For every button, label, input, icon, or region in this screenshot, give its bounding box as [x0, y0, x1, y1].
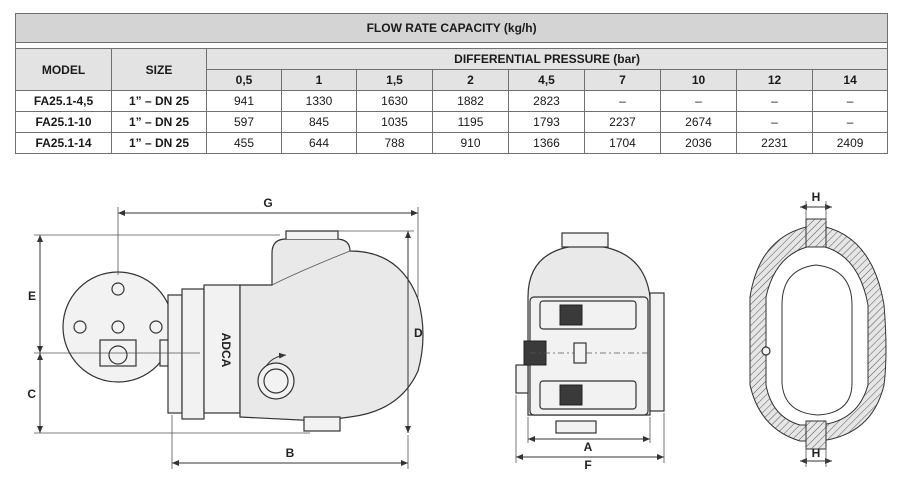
value-cell: 2823	[508, 90, 585, 112]
pressure-col: 14	[811, 69, 889, 91]
value-cell: 1330	[281, 90, 357, 112]
pressure-header: DIFFERENTIAL PRESSURE (bar)	[205, 48, 889, 70]
size-header: SIZE	[111, 48, 207, 91]
value-cell: 2231	[736, 132, 813, 154]
value-cell: 1035	[356, 111, 433, 133]
value-cell: 2036	[660, 132, 737, 154]
value-cell: 788	[356, 132, 433, 154]
value-cell: –	[736, 111, 813, 133]
model-cell: FA25.1-4,5	[15, 90, 112, 112]
value-cell: 2237	[584, 111, 661, 133]
table-row: FA25.1-4,5 1” – DN 25 941 1330 1630 1882…	[15, 90, 889, 112]
pressure-col: 4,5	[508, 69, 585, 91]
flow-rate-table: FLOW RATE CAPACITY (kg/h) MODEL SIZE DIF…	[14, 13, 889, 154]
value-cell: 845	[281, 111, 357, 133]
value-cell: 1882	[432, 90, 509, 112]
value-cell: –	[584, 90, 661, 112]
pressure-col: 0,5	[206, 69, 282, 91]
dim-b-label: B	[286, 446, 295, 460]
value-cell: –	[736, 90, 813, 112]
value-cell: 1366	[508, 132, 585, 154]
front-view: A F	[515, 232, 665, 472]
pressure-col: 10	[660, 69, 737, 91]
value-cell: 941	[206, 90, 282, 112]
value-cell: 1704	[584, 132, 661, 154]
pressure-col: 1,5	[356, 69, 433, 91]
value-cell: 2674	[660, 111, 737, 133]
model-cell: FA25.1-14	[15, 132, 112, 154]
table-row: FA25.1-10 1” – DN 25 597 845 1035 1195 1…	[15, 111, 889, 133]
value-cell: –	[811, 111, 889, 133]
dim-d-label: D	[414, 326, 423, 340]
value-cell: –	[660, 90, 737, 112]
dim-e-label: E	[28, 289, 36, 303]
value-cell: 455	[206, 132, 282, 154]
dim-c-label: C	[27, 387, 36, 401]
value-cell: 597	[206, 111, 282, 133]
dimension-drawings: ADCA G E C D B	[27, 190, 887, 472]
dim-f-label: F	[584, 458, 591, 472]
value-cell: 2409	[811, 132, 889, 154]
model-header: MODEL	[15, 48, 112, 91]
side-view: ADCA G E C D B	[27, 196, 424, 469]
dim-h-bottom-label: H	[812, 446, 821, 460]
section-view: H H	[749, 190, 887, 467]
size-cell: 1” – DN 25	[111, 132, 207, 154]
pressure-col: 12	[736, 69, 813, 91]
table-row: FA25.1-14 1” – DN 25 455 644 788 910 136…	[15, 132, 889, 154]
value-cell: 1793	[508, 111, 585, 133]
model-cell: FA25.1-10	[15, 111, 112, 133]
value-cell: 1630	[356, 90, 433, 112]
pressure-col: 1	[281, 69, 357, 91]
pressure-col: 2	[432, 69, 509, 91]
table-title: FLOW RATE CAPACITY (kg/h)	[14, 13, 889, 43]
plate-text: ADCA	[219, 333, 233, 368]
value-cell: 1195	[432, 111, 509, 133]
pressure-col: 7	[584, 69, 661, 91]
dim-a-label: A	[584, 440, 593, 454]
value-cell: 910	[432, 132, 509, 154]
dim-g-label: G	[263, 196, 272, 210]
value-cell: 644	[281, 132, 357, 154]
dim-h-top-label: H	[812, 190, 821, 204]
size-cell: 1” – DN 25	[111, 111, 207, 133]
value-cell: –	[811, 90, 889, 112]
size-cell: 1” – DN 25	[111, 90, 207, 112]
